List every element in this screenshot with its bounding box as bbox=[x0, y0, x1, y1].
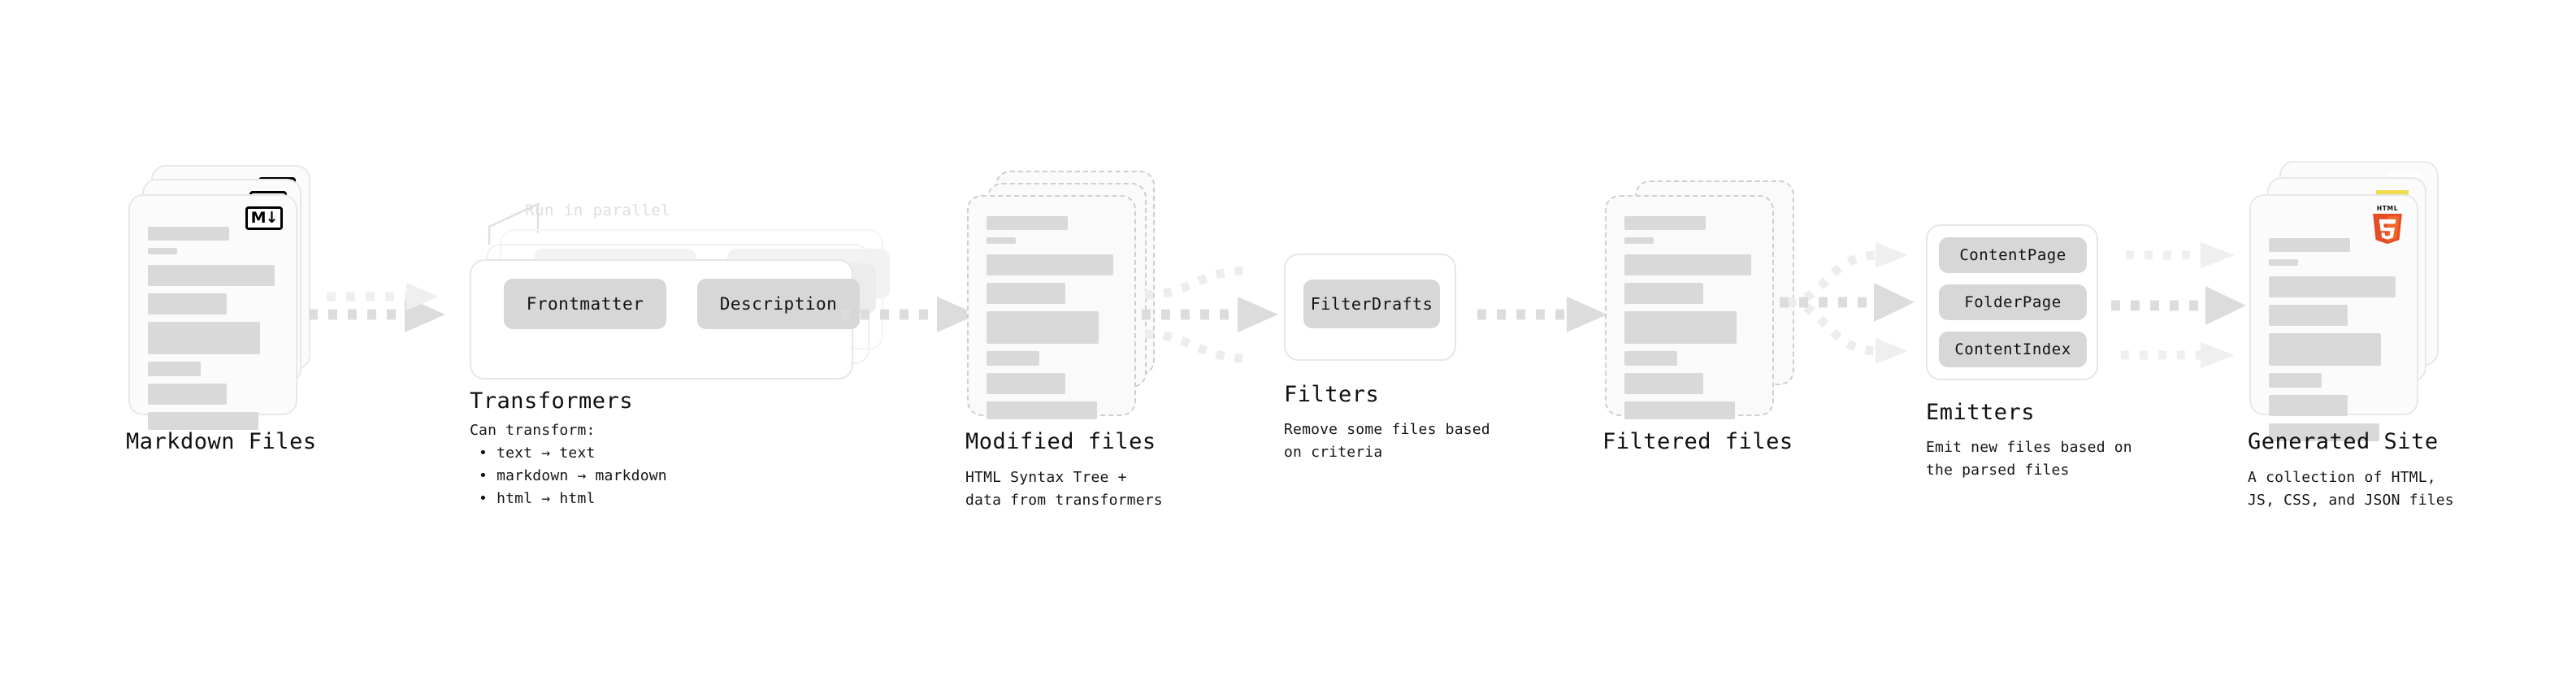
site-card-front-html[interactable]: HTML bbox=[2249, 194, 2418, 441]
content-bar bbox=[2269, 259, 2298, 266]
content-bar bbox=[2269, 395, 2348, 416]
content-bar bbox=[148, 265, 275, 286]
filters-box[interactable]: FilterDrafts bbox=[1284, 254, 1456, 361]
card-content-placeholder bbox=[148, 227, 280, 437]
stage-title-transformers: Transformers bbox=[470, 388, 634, 414]
content-bar bbox=[987, 373, 1066, 394]
transformer-item-description[interactable]: Description bbox=[697, 279, 860, 329]
markdown-badge-icon: M↓ bbox=[245, 206, 283, 230]
content-bar bbox=[148, 227, 230, 241]
stage-title-filtered-files: Filtered files bbox=[1602, 429, 1793, 454]
filter-item-filterdrafts[interactable]: FilterDrafts bbox=[1303, 280, 1440, 328]
markdown-card-front[interactable]: M↓ bbox=[128, 194, 297, 430]
content-bar bbox=[2269, 276, 2396, 297]
stage-title-markdown-files: Markdown Files bbox=[126, 429, 317, 454]
modified-card-front[interactable] bbox=[967, 195, 1136, 419]
arrow-filters-to-filtered bbox=[1477, 297, 1607, 332]
content-bar bbox=[1624, 401, 1736, 419]
content-bar bbox=[1624, 311, 1737, 344]
stage-title-filters: Filters bbox=[1284, 382, 1380, 407]
card-content-placeholder bbox=[1624, 216, 1756, 427]
content-bar bbox=[1624, 351, 1677, 366]
content-bar bbox=[987, 351, 1039, 366]
content-bar bbox=[148, 412, 259, 430]
content-bar bbox=[987, 254, 1113, 275]
content-bar bbox=[1624, 373, 1704, 394]
run-in-parallel-label: Run in parallel bbox=[525, 202, 671, 219]
stage-subtitle-modified-files: HTML Syntax Tree + data from transformer… bbox=[965, 469, 1163, 509]
run-in-parallel-bracket bbox=[488, 202, 540, 245]
content-bar bbox=[987, 401, 1098, 419]
content-bar bbox=[148, 293, 228, 314]
stage-subtitle-emitters: Emit new files based on the parsed files bbox=[1926, 439, 2132, 479]
stage-title-emitters: Emitters bbox=[1926, 400, 2036, 425]
emitters-box[interactable]: ContentPage FolderPage ContentIndex bbox=[1926, 224, 2098, 380]
content-bar bbox=[148, 248, 177, 254]
content-bar bbox=[148, 362, 201, 376]
content-bar bbox=[987, 311, 1099, 344]
emitter-item-contentpage[interactable]: ContentPage bbox=[1939, 237, 2087, 273]
emitter-item-folderpage[interactable]: FolderPage bbox=[1939, 284, 2087, 320]
stage-subtitle-transformers: Can transform: • text → text • markdown … bbox=[470, 422, 667, 507]
arrow-md-to-transformers bbox=[309, 283, 445, 332]
content-bar bbox=[987, 237, 1016, 244]
content-bar bbox=[2269, 423, 2380, 441]
stage-subtitle-generated-site: A collection of HTML, JS, CSS, and JSON … bbox=[2248, 469, 2454, 509]
transformers-box-front[interactable]: Frontmatter Description bbox=[470, 259, 860, 380]
emitter-item-contentindex[interactable]: ContentIndex bbox=[1939, 332, 2087, 367]
content-bar bbox=[148, 322, 260, 354]
card-content-placeholder bbox=[987, 216, 1118, 427]
arrow-filtered-to-emitters bbox=[1780, 242, 1915, 364]
card-content-placeholder bbox=[2269, 238, 2400, 449]
stage-title-generated-site: Generated Site bbox=[2248, 429, 2439, 454]
content-bar bbox=[2269, 373, 2322, 388]
content-bar bbox=[2269, 333, 2381, 366]
arrow-emitters-to-site bbox=[2111, 242, 2246, 368]
transformer-item-frontmatter[interactable]: Frontmatter bbox=[504, 279, 666, 329]
content-bar bbox=[987, 283, 1066, 304]
content-bar bbox=[1624, 283, 1704, 304]
content-bar bbox=[987, 216, 1069, 230]
stage-subtitle-filters: Remove some files based on criteria bbox=[1284, 421, 1490, 461]
content-bar bbox=[2269, 238, 2351, 252]
stage-title-modified-files: Modified files bbox=[965, 429, 1156, 454]
content-bar bbox=[1624, 237, 1654, 244]
arrow-transformers-to-modified bbox=[841, 297, 978, 332]
arrow-modified-to-filters bbox=[1142, 266, 1278, 363]
content-bar bbox=[148, 384, 228, 405]
content-bar bbox=[1624, 254, 1751, 275]
filtered-card-front[interactable] bbox=[1605, 195, 1774, 419]
svg-text:HTML: HTML bbox=[2377, 205, 2399, 212]
content-bar bbox=[2269, 305, 2348, 326]
html5-badge-icon: HTML bbox=[2370, 204, 2405, 245]
content-bar bbox=[1624, 216, 1706, 230]
